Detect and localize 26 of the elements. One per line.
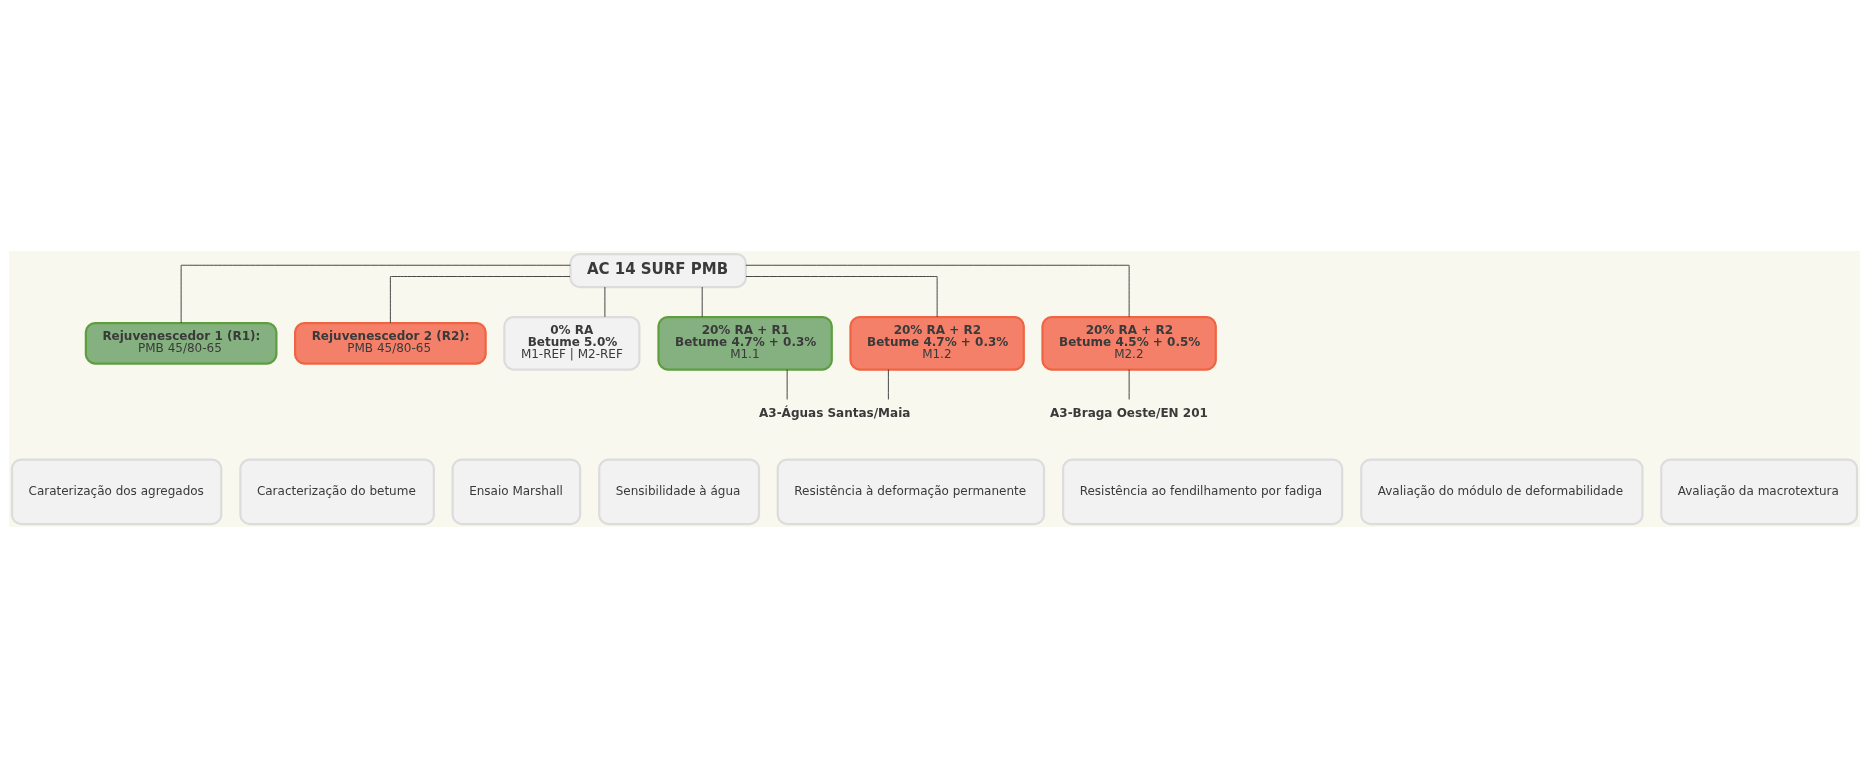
connector xyxy=(180,264,571,324)
connector xyxy=(786,369,788,400)
node-box: Avaliação da macrotextura xyxy=(1659,458,1858,526)
node-box: Rejuvenescedor 2 (R2): PMB 45/80-65 xyxy=(293,321,487,365)
connector xyxy=(701,286,703,318)
connector xyxy=(744,264,1130,318)
node-text: A3-Braga Oeste/EN 201 xyxy=(1049,405,1208,420)
node-box: Caraterização dos agregados xyxy=(10,458,222,526)
connector xyxy=(389,276,571,324)
node-box: AC 14 SURF PMB xyxy=(568,252,747,289)
node-box: 0% RA Betume 5.0% M1-REF | M2-REF xyxy=(502,315,640,371)
node-box: Resistência ao fendilhamento por fadiga xyxy=(1061,458,1343,526)
node-box: 20% RA + R1 Betume 4.7% + 0.3% M1.1 xyxy=(656,315,833,371)
node-box: 20% RA + R2 Betume 4.5% + 0.5% M2.2 xyxy=(1040,315,1217,371)
node-box: Ensaio Marshall xyxy=(451,458,581,526)
node-box: 20% RA + R2 Betume 4.7% + 0.3% M1.2 xyxy=(848,315,1025,371)
node-box: Sensibilidade à água xyxy=(597,458,760,526)
connector xyxy=(1128,369,1130,400)
connector xyxy=(745,276,938,318)
connector xyxy=(603,286,605,318)
node-box: Rejuvenescedor 1 (R1): PMB 45/80-65 xyxy=(84,321,277,365)
node-box: Avaliação do módulo de deformabilidade xyxy=(1359,458,1644,526)
connector xyxy=(887,369,889,400)
node-text: A3-Águas Santas/Maia xyxy=(758,405,910,420)
node-box: Caracterização do betume xyxy=(238,458,435,526)
node-box: Resistência à deformação permanente xyxy=(776,458,1045,526)
